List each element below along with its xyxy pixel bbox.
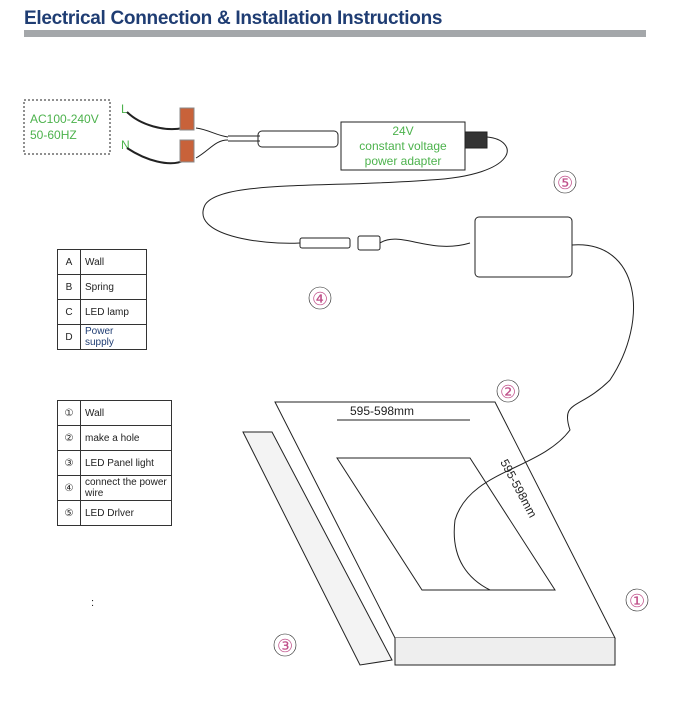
wall-hole (336, 457, 556, 591)
legend-label: Spring (80, 274, 147, 300)
page-title: Electrical Connection & Installation Ins… (24, 8, 443, 29)
legend-key: ⑤ (57, 500, 81, 526)
live-label: L (121, 102, 128, 116)
led-driver (474, 216, 573, 278)
supply-voltage: AC100-240V (30, 112, 99, 126)
legend-key: C (57, 299, 81, 325)
legend-key: ② (57, 425, 81, 451)
callouts: ① ② ③ ④ ⑤ (273, 170, 649, 657)
panel-cable (453, 244, 634, 591)
adapter-name: power adapter (365, 154, 442, 168)
connector-n (179, 139, 195, 163)
legend-key: B (57, 274, 81, 300)
legend-key: ④ (57, 475, 81, 501)
dc-plug (299, 237, 351, 249)
mains-wires (126, 111, 186, 165)
supply-frequency: 50-60HZ (30, 128, 77, 142)
legend-label: make a hole (80, 425, 172, 451)
legend-label: LED lamp (80, 299, 147, 325)
callout-4: ④ (312, 289, 328, 309)
legend-key: D (57, 324, 81, 350)
plug (257, 130, 339, 148)
legend-label: Wall (80, 400, 172, 426)
adapter-type: constant voltage (359, 139, 447, 153)
adapter-connector (464, 131, 488, 149)
legend-label: LED Drlver (80, 500, 172, 526)
input-cable (195, 127, 260, 159)
callout-1: ① (629, 591, 645, 611)
legend-key: ③ (57, 450, 81, 476)
callout-2: ② (500, 382, 516, 402)
legend-key: A (57, 249, 81, 275)
callout-3: ③ (277, 636, 293, 656)
legend-label: Wall (80, 249, 147, 275)
neutral-label: N (121, 138, 130, 152)
legend-label: Power supply (80, 324, 147, 350)
legend-key: ① (57, 400, 81, 426)
supply-box (23, 99, 111, 155)
callout-5: ⑤ (557, 173, 573, 193)
led-panel (242, 431, 393, 666)
stray-colon: : (91, 597, 94, 609)
legend-label: LED Panel light (80, 450, 172, 476)
dc-cable (202, 136, 508, 244)
title-divider (24, 30, 646, 37)
wall-edge (394, 638, 616, 666)
connector-l (179, 107, 195, 131)
adapter-voltage: 24V (392, 124, 413, 138)
legend-label: connect the power wire (80, 475, 172, 501)
width-label: 595-598mm (350, 404, 414, 418)
dc-jack (357, 235, 381, 251)
driver-cable (379, 238, 471, 247)
